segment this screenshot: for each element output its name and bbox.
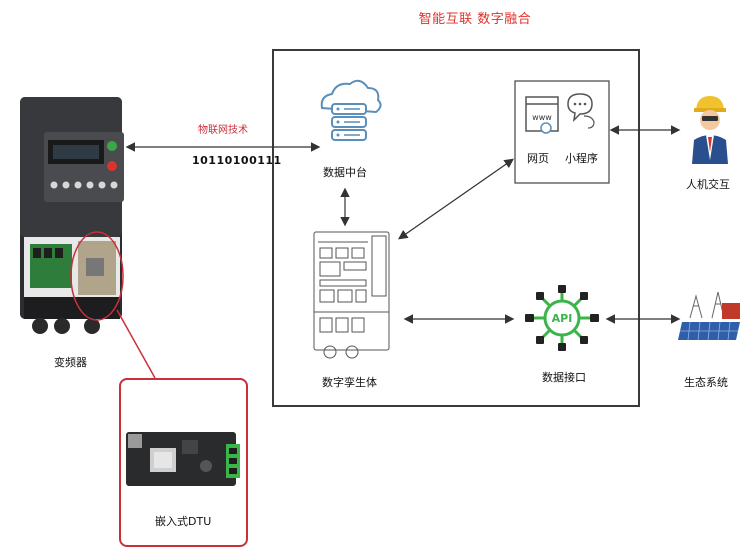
web-miniprogram-box bbox=[514, 80, 610, 184]
cloud-server-icon bbox=[320, 79, 382, 141]
ecosystem-label: 生态系统 bbox=[684, 376, 728, 389]
api-badge: API bbox=[552, 312, 573, 325]
digital-twin-device bbox=[313, 231, 390, 359]
dtu-label: 嵌入式DTU bbox=[155, 515, 212, 528]
data-platform-label: 数据中台 bbox=[323, 166, 367, 179]
api-plug-icon bbox=[525, 285, 599, 351]
inverter-label: 变频器 bbox=[54, 356, 87, 369]
data-interface-label: 数据接口 bbox=[542, 371, 586, 384]
page-title: 智能互联 数字融合 bbox=[418, 12, 532, 27]
web-label: 网页 bbox=[527, 152, 549, 165]
solar-farm-icon bbox=[678, 291, 740, 341]
web-page-icon bbox=[525, 96, 559, 134]
engineer-icon bbox=[692, 96, 728, 164]
platform-frame bbox=[272, 49, 640, 407]
dtu-board bbox=[126, 432, 240, 486]
binary-data-label: 10110100111 bbox=[192, 154, 282, 167]
iot-technology-label: 物联网技术 bbox=[198, 125, 248, 136]
chat-bubble-icon bbox=[567, 93, 595, 129]
inverter-device bbox=[20, 97, 124, 334]
twin-web-arrow bbox=[398, 158, 514, 240]
human-interaction-label: 人机交互 bbox=[686, 178, 730, 191]
dtu-callout-connector bbox=[116, 309, 156, 379]
digital-twin-label: 数字孪生体 bbox=[322, 376, 377, 389]
web-screen-text: www bbox=[532, 113, 552, 122]
mini-program-label: 小程序 bbox=[565, 152, 598, 165]
